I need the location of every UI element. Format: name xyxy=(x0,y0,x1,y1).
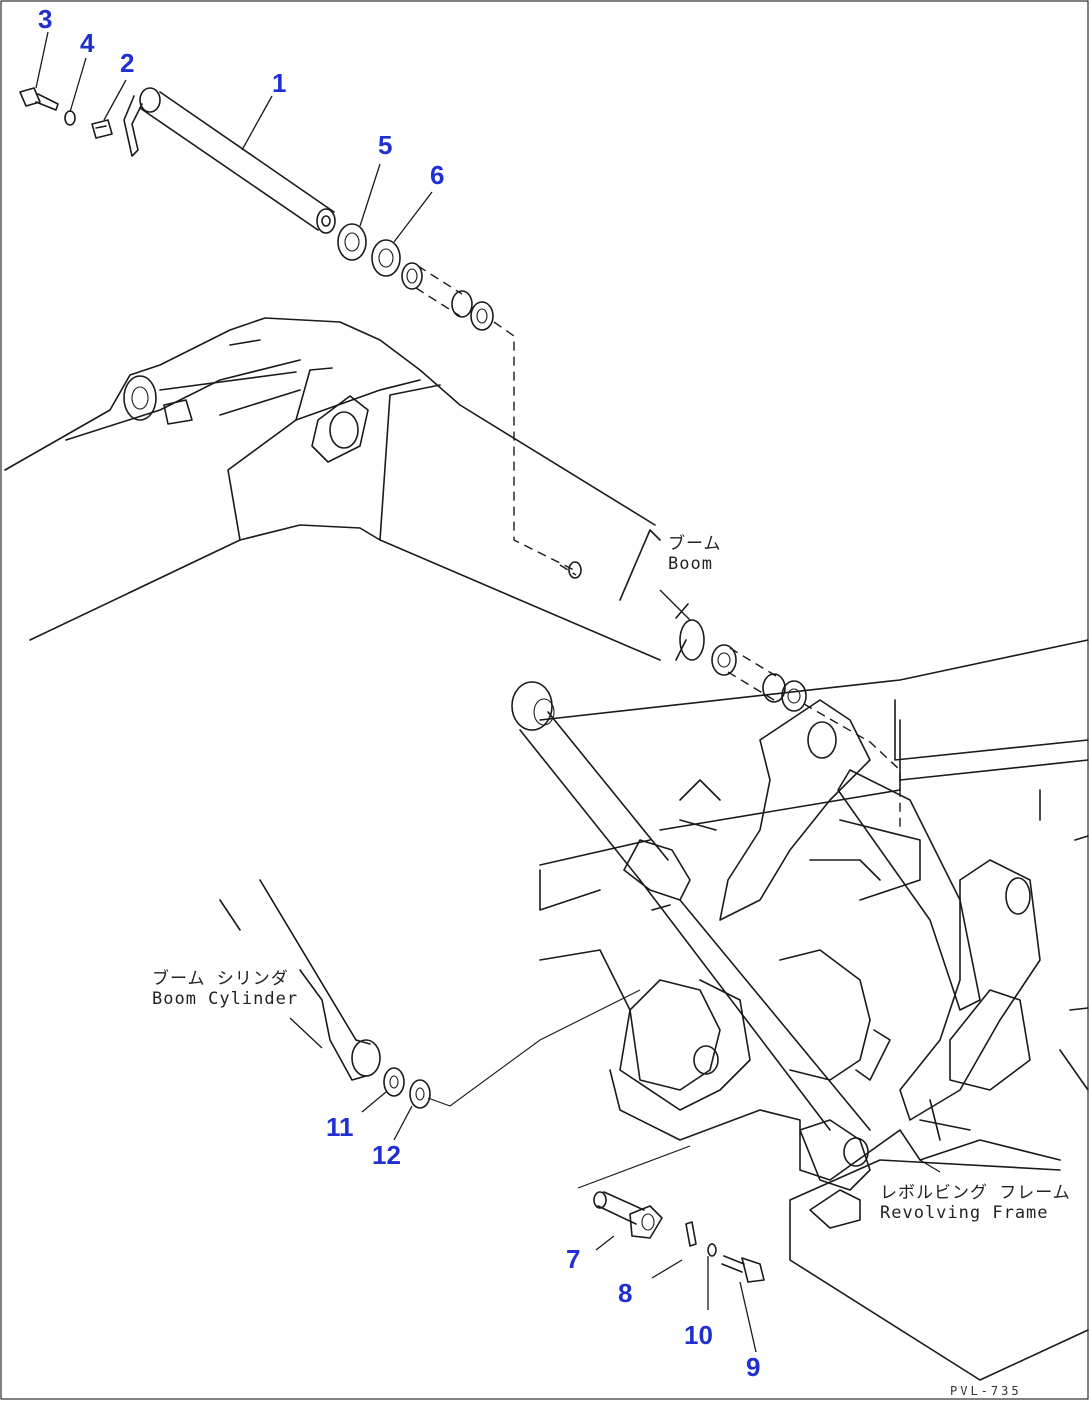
upper-bushings-drawing xyxy=(401,262,494,331)
part-number-12: 12 xyxy=(372,1140,401,1170)
boom-cylinder-installed-drawing xyxy=(511,681,871,1131)
boom-cylinder-label: ブーム シリンダ Boom Cylinder xyxy=(152,969,299,1009)
part-number-10: 10 xyxy=(684,1320,713,1350)
washer-10-drawing xyxy=(707,1243,717,1257)
boom-label-jp: ブーム xyxy=(668,534,722,554)
plate-8-drawing xyxy=(685,1221,697,1247)
boom-cylinder-detached-drawing xyxy=(219,879,381,1081)
plate-2-drawing xyxy=(91,119,113,139)
boom-drawing xyxy=(4,317,705,661)
lower-alignment-line xyxy=(803,703,901,830)
part-number-8: 8 xyxy=(618,1278,633,1308)
bolt-3-drawing xyxy=(19,87,59,111)
boom-cylinder-label-jp: ブーム シリンダ xyxy=(152,969,289,989)
pin-1-drawing xyxy=(123,87,336,234)
washer-11-drawing xyxy=(383,1067,405,1097)
revolving-frame-label: レボルビング フレーム Revolving Frame xyxy=(880,1183,1071,1223)
cylinder-alignment-line xyxy=(427,989,641,1107)
revolving-frame-drawing xyxy=(539,639,1089,1381)
part-number-9: 9 xyxy=(746,1352,761,1382)
pin-7-drawing xyxy=(577,1145,691,1239)
part-number-7: 7 xyxy=(566,1244,581,1274)
shim-5-drawing xyxy=(337,223,367,261)
revolving-frame-label-en: Revolving Frame xyxy=(880,1202,1049,1223)
part-number-1: 1 xyxy=(272,68,287,98)
boom-cylinder-label-en: Boom Cylinder xyxy=(152,988,299,1009)
boom-label: ブーム Boom xyxy=(668,534,722,574)
part-number-2: 2 xyxy=(120,48,135,78)
boom-label-en: Boom xyxy=(668,553,713,574)
shim-6-drawing xyxy=(371,239,401,277)
leader-lines xyxy=(35,31,941,1353)
part-number-4: 4 xyxy=(80,28,95,58)
part-number-6: 6 xyxy=(430,160,445,190)
part-number-11: 11 xyxy=(326,1112,354,1142)
lower-bushings-drawing xyxy=(711,644,807,712)
upper-alignment-line xyxy=(493,321,575,571)
bolt-9-drawing xyxy=(721,1255,765,1283)
washer-4-drawing xyxy=(64,110,76,126)
part-number-3: 3 xyxy=(38,4,53,34)
revolving-frame-label-jp: レボルビング フレーム xyxy=(880,1183,1071,1203)
washer-12-drawing xyxy=(409,1079,431,1109)
part-number-5: 5 xyxy=(378,130,393,160)
drawing-code: PVL-735 xyxy=(950,1384,1022,1398)
